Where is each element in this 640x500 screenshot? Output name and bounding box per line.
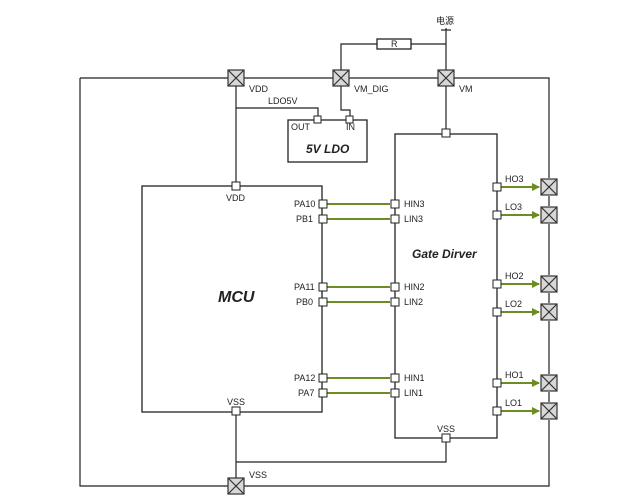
mcu-pins bbox=[318, 199, 328, 398]
driver-input-label: HIN2 bbox=[404, 282, 425, 292]
ldo-net-label: LDO5V bbox=[268, 96, 298, 106]
label-vdd-top: VDD bbox=[249, 84, 269, 94]
driver-input-label: HIN1 bbox=[404, 373, 425, 383]
connector-vm bbox=[437, 69, 455, 87]
output-connectors bbox=[540, 178, 558, 420]
label-vss-bottom: VSS bbox=[249, 470, 267, 480]
driver-output-label: HO2 bbox=[505, 271, 524, 281]
control-signals bbox=[326, 203, 390, 394]
mcu-block bbox=[141, 181, 323, 416]
power-wires bbox=[79, 28, 550, 487]
driver-output-label: LO3 bbox=[505, 202, 522, 212]
output-signals bbox=[501, 183, 540, 415]
driver-output-label: LO2 bbox=[505, 299, 522, 309]
connector-vss bbox=[227, 477, 245, 495]
label-vm: VM bbox=[459, 84, 473, 94]
mcu-vdd-pin-label: VDD bbox=[226, 193, 246, 203]
mcu-title: MCU bbox=[218, 289, 255, 306]
driver-input-label: LIN1 bbox=[404, 388, 423, 398]
driver-input-label: HIN3 bbox=[404, 199, 425, 209]
mcu-pin-label: PA7 bbox=[298, 388, 314, 398]
gate-driver-title: Gate Dirver bbox=[412, 247, 478, 261]
connector-vdd bbox=[227, 69, 245, 87]
ldo-out-pin: OUT bbox=[291, 122, 311, 132]
driver-input-label: LIN3 bbox=[404, 214, 423, 224]
driver-output-label: HO1 bbox=[505, 370, 524, 380]
resistor-label: R bbox=[391, 39, 398, 49]
mcu-pin-label: PA10 bbox=[294, 199, 315, 209]
mcu-pin-label: PA12 bbox=[294, 373, 315, 383]
driver-output-label: HO3 bbox=[505, 174, 524, 184]
driver-input-label: LIN2 bbox=[404, 297, 423, 307]
ldo-title: 5V LDO bbox=[306, 142, 350, 156]
driver-input-pins bbox=[390, 199, 400, 398]
mcu-pin-label: PA11 bbox=[294, 282, 315, 292]
gate-driver-block bbox=[394, 128, 498, 443]
mcu-pin-label: PB0 bbox=[296, 297, 313, 307]
driver-output-label: LO1 bbox=[505, 398, 522, 408]
power-source-label: 电源 bbox=[436, 15, 454, 26]
ldo-in-pin: IN bbox=[346, 122, 355, 132]
resistor bbox=[376, 38, 412, 50]
mcu-pin-label: PB1 bbox=[296, 214, 313, 224]
connector-vm-dig bbox=[332, 69, 350, 87]
label-vm-dig: VM_DIG bbox=[354, 84, 389, 94]
driver-output-pins bbox=[492, 182, 502, 416]
mcu-vss-pin-label: VSS bbox=[227, 397, 245, 407]
driver-vss-pin-label: VSS bbox=[437, 424, 455, 434]
ldo-block bbox=[287, 115, 368, 163]
